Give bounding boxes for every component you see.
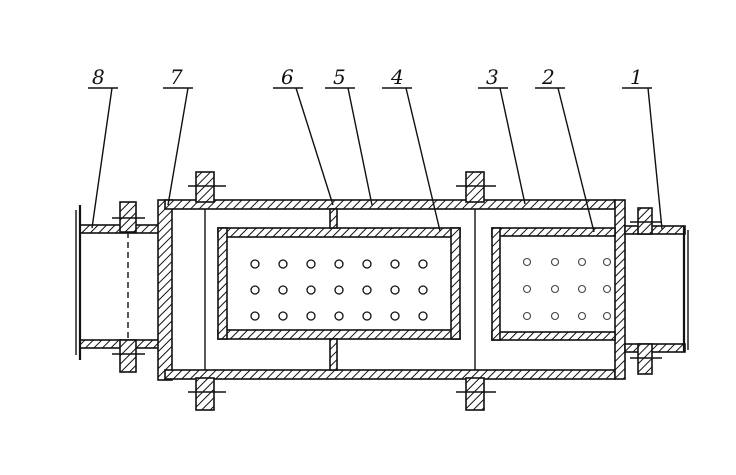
perforation-holes-right xyxy=(522,257,612,321)
perforated-tube-right xyxy=(491,227,616,341)
outer-shell xyxy=(614,199,626,380)
label-8: 8 xyxy=(92,65,105,89)
label-4: 4 xyxy=(390,65,404,89)
body-flange-left xyxy=(188,171,226,411)
left-flange xyxy=(112,201,145,373)
label-6: 6 xyxy=(281,65,294,89)
right-flange xyxy=(630,207,662,375)
label-2: 2 xyxy=(541,65,555,89)
outlet-pipe xyxy=(624,225,689,353)
baffle-plate xyxy=(329,208,338,371)
label-1: 1 xyxy=(630,65,643,89)
label-3: 3 xyxy=(486,65,499,89)
perforated-tube-left xyxy=(217,227,461,340)
inlet-transition xyxy=(157,199,616,381)
leader-lines xyxy=(88,87,663,233)
perforation-holes-left xyxy=(250,259,428,321)
body-flange-middle xyxy=(456,171,496,411)
label-5: 5 xyxy=(333,65,346,89)
label-7: 7 xyxy=(170,65,183,89)
